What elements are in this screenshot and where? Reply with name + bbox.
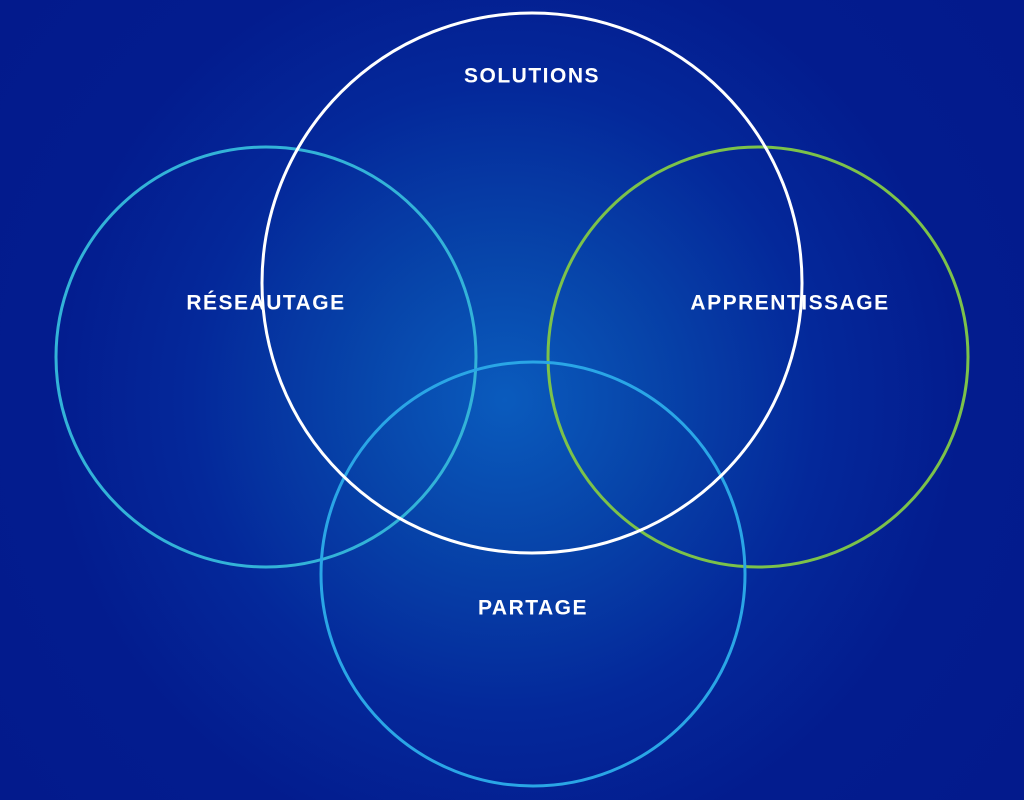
label-apprentissage: APPRENTISSAGE	[690, 291, 890, 315]
label-partage: PARTAGE	[477, 596, 589, 620]
circle-solutions	[260, 11, 804, 555]
circle-apprentissage	[546, 145, 970, 569]
label-solutions: SOLUTIONS	[463, 64, 601, 88]
label-reseautage: RÉSEAUTAGE	[186, 291, 346, 315]
circle-reseautage	[54, 145, 478, 569]
circle-partage	[319, 360, 747, 788]
